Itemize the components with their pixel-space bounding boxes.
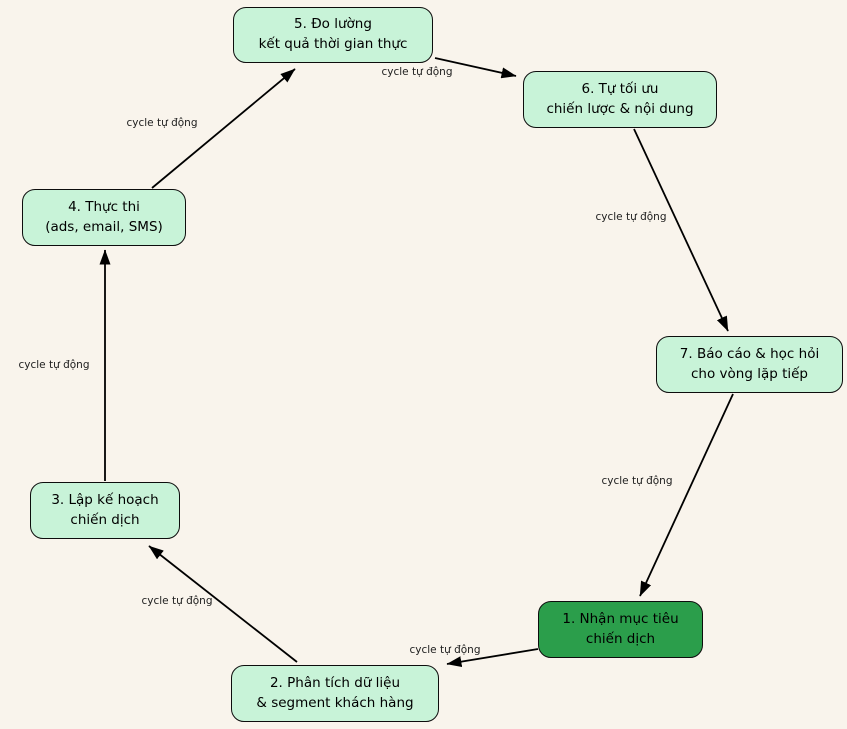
node-label-line: chiến lược & nội dung bbox=[546, 100, 694, 117]
arrow-7-to-1 bbox=[639, 393, 734, 597]
node-label-line: 2. Phân tích dữ liệu bbox=[269, 674, 401, 691]
node-step-1-receive-goal: 1. Nhận mục tiêu chiến dịch bbox=[538, 601, 703, 658]
node-label-line: 1. Nhận mục tiêu bbox=[562, 610, 679, 627]
node-label-line: chiến dịch bbox=[70, 511, 140, 528]
node-label-line: & segment khách hàng bbox=[256, 694, 414, 711]
edge-label-5-6: cycle tự động bbox=[381, 66, 453, 78]
arrow-1-to-2 bbox=[446, 648, 539, 668]
arrow-4-to-5 bbox=[151, 68, 296, 189]
node-step-5-measure: 5. Đo lường kết quả thời gian thực bbox=[233, 7, 433, 63]
node-step-3-plan-campaign: 3. Lập kế hoạch chiến dịch bbox=[30, 482, 180, 539]
node-label-line: 7. Báo cáo & học hỏi bbox=[679, 345, 820, 362]
edge-label-6-7: cycle tự động bbox=[595, 211, 667, 223]
node-step-2-analyze-data: 2. Phân tích dữ liệu & segment khách hàn… bbox=[231, 665, 439, 722]
edge-label-3-4: cycle tự động bbox=[18, 359, 90, 371]
node-label-line: kết quả thời gian thực bbox=[258, 36, 408, 52]
node-label-line: 4. Thực thi bbox=[68, 198, 140, 215]
node-step-6-self-optimize: 6. Tự tối ưu chiến lược & nội dung bbox=[523, 71, 717, 128]
edge-label-4-5: cycle tự động bbox=[126, 117, 198, 129]
node-label-line: 3. Lập kế hoạch bbox=[51, 491, 159, 508]
edge-label-7-1: cycle tự động bbox=[601, 475, 673, 487]
edge-label-2-3: cycle tự động bbox=[141, 595, 213, 607]
node-label-line: (ads, email, SMS) bbox=[45, 218, 163, 235]
node-step-4-execute: 4. Thực thi (ads, email, SMS) bbox=[22, 189, 186, 246]
arrow-2-to-3 bbox=[148, 545, 298, 663]
node-label-line: chiến dịch bbox=[585, 630, 656, 647]
arrow-5-to-6 bbox=[434, 57, 517, 79]
node-step-7-report-learn: 7. Báo cáo & học hỏi cho vòng lặp tiếp bbox=[656, 336, 843, 393]
arrow-6-to-7 bbox=[633, 128, 729, 332]
node-label-line: 6. Tự tối ưu bbox=[581, 80, 659, 97]
node-label-line: 5. Đo lường bbox=[294, 16, 372, 33]
edge-label-1-2: cycle tự động bbox=[409, 644, 481, 656]
node-label-line: cho vòng lặp tiếp bbox=[691, 365, 808, 382]
